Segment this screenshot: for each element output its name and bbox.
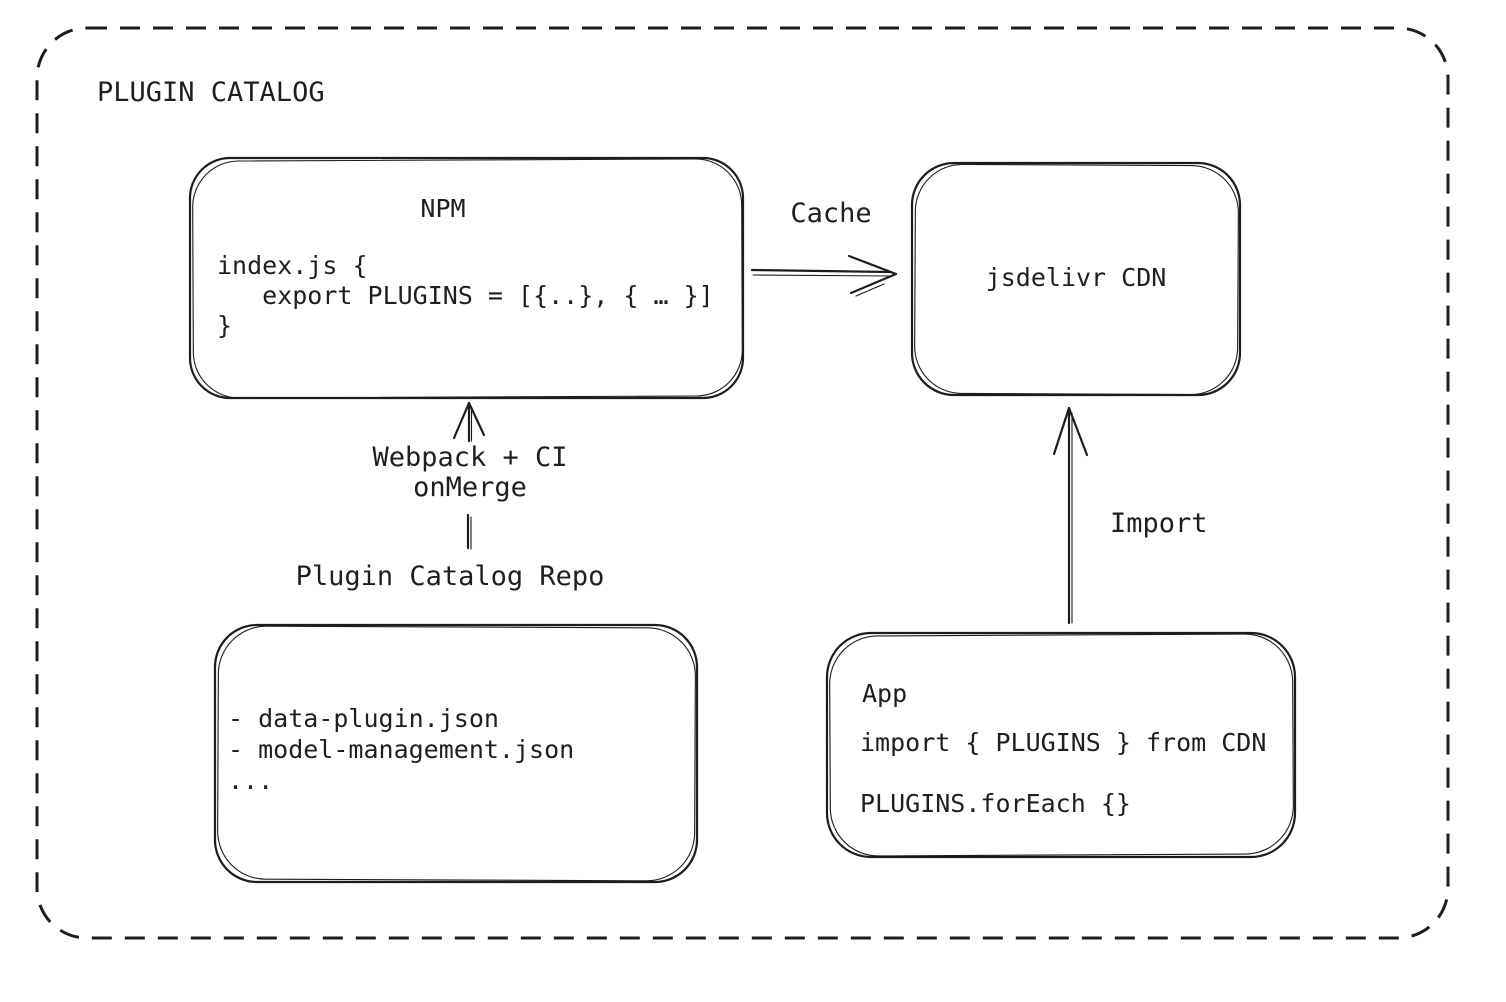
npm-box-code: index.js { export PLUGINS = [{..}, { … }…	[217, 251, 714, 340]
npm-box-title: NPM	[420, 194, 466, 223]
repo-box-title: Plugin Catalog Repo	[295, 561, 605, 592]
repo-box-shape	[213, 623, 699, 884]
plugin-catalog-frame	[35, 26, 1450, 940]
app-box-title: App	[862, 679, 908, 708]
cache-arrow-label: Cache	[790, 198, 872, 229]
app-box-code-line-2: PLUGINS.forEach {}	[860, 789, 1131, 818]
import-arrow-label: Import	[1110, 508, 1208, 539]
build-arrow-label: Webpack + CI onMerge	[372, 442, 568, 503]
import-arrow	[1052, 406, 1089, 625]
frame-title: PLUGIN CATALOG	[97, 77, 325, 108]
cdn-box-title: jsdelivr CDN	[985, 263, 1167, 292]
cdn-box-shape	[910, 161, 1242, 397]
npm-box-shape	[188, 156, 745, 400]
build-arrow	[452, 401, 486, 443]
app-box-shape	[825, 631, 1297, 859]
cache-arrow	[750, 254, 898, 297]
repo-box-files: - data-plugin.json - model-management.js…	[228, 704, 575, 795]
app-box-code-line-1: import { PLUGINS } from CDN	[860, 728, 1267, 757]
build-connector-tick	[466, 513, 472, 550]
